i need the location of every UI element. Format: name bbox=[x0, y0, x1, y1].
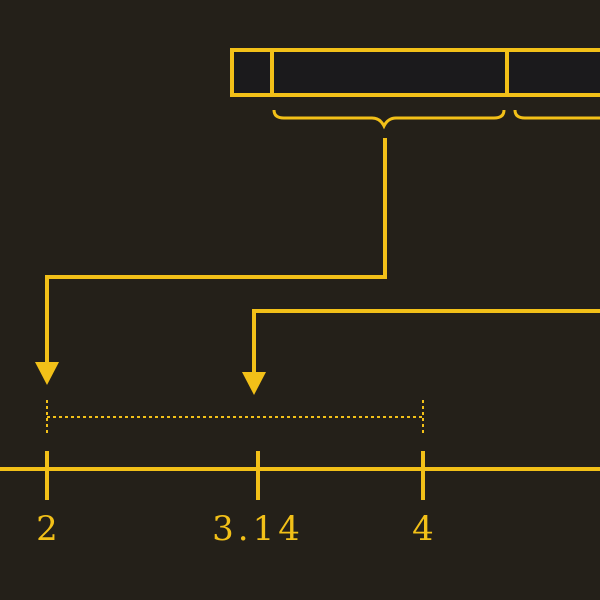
tick-label-3-14: 3.14 bbox=[212, 509, 304, 549]
exponent-brace bbox=[272, 109, 506, 130]
mantissa-brace bbox=[513, 109, 600, 120]
bit-field-cell-mantissa bbox=[505, 48, 600, 97]
mantissa-connector-line bbox=[252, 309, 600, 374]
bit-field-box bbox=[230, 48, 600, 97]
bit-field-cell-exponent bbox=[270, 48, 509, 97]
range-bracket bbox=[46, 400, 424, 434]
exponent-connector-line bbox=[45, 138, 387, 365]
number-line-ticks: 2 3.14 4 bbox=[36, 451, 434, 549]
tick-label-4: 4 bbox=[412, 509, 434, 549]
mantissa-arrowhead bbox=[242, 372, 266, 395]
bit-field-cell-sign bbox=[230, 48, 274, 97]
exponent-arrowhead bbox=[35, 362, 59, 385]
tick-label-2: 2 bbox=[36, 509, 58, 549]
